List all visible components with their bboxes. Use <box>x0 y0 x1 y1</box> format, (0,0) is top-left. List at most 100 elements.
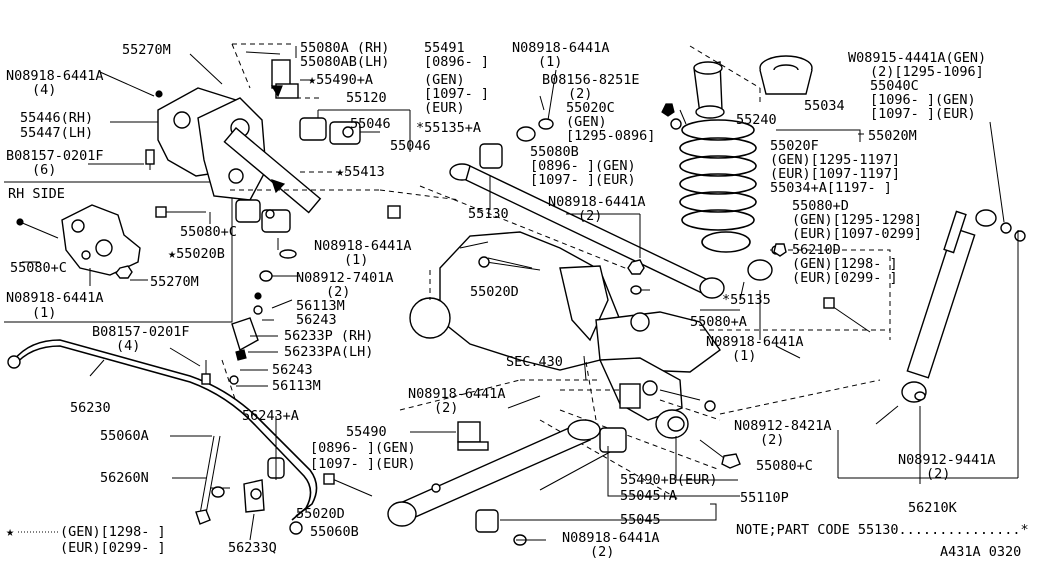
label-n08918-f-qty: (2) <box>434 400 458 416</box>
label-55490a: ★55490+A <box>308 72 373 88</box>
star-symbol: ★ <box>6 524 14 540</box>
label-55020f-d1: (GEN)[1295-1197] <box>770 152 900 168</box>
label-56243-b: 56243 <box>272 362 313 378</box>
label-n08918-e: N08918-6441A <box>706 334 804 350</box>
label-n08912-c-qty: (2) <box>926 466 950 482</box>
label-n08918-a: N08918-6441A <box>6 68 104 84</box>
label-55080a: 55080A (RH) <box>300 40 389 56</box>
label-56113m-a: 56113M <box>296 298 345 314</box>
label-55080c-low: 55080+C <box>756 458 813 474</box>
lateral-rod-55130 <box>419 163 725 299</box>
label-n08918-b: N08918-6441A <box>512 40 610 56</box>
label-55020f: 55020F <box>770 138 819 154</box>
label-b08156-qty: (2) <box>568 86 592 102</box>
label-56243a: 56243+A <box>242 408 299 424</box>
label-56233q: 56233Q <box>228 540 277 556</box>
label-55490b: 55490+B(EUR) <box>620 472 718 488</box>
label-55020b: ★55020B <box>168 246 225 262</box>
label-55491: 55491 <box>424 40 465 56</box>
label-55491-d4: (EUR) <box>424 100 465 116</box>
label-55020f-d2: (EUR)[1097-1197] <box>770 166 900 182</box>
label-n08918-g: N08918-6441A <box>562 530 660 546</box>
label-56233pa: 56233PA(LH) <box>284 344 373 360</box>
label-55080b-d2: [1097- ](EUR) <box>530 172 636 188</box>
label-b08157-a-qty: (6) <box>32 162 56 178</box>
label-55110p: 55110P <box>740 490 789 506</box>
label-56210d: 56210D <box>792 242 841 258</box>
label-55080d: 55080+D <box>792 198 849 214</box>
label-55413: ★55413 <box>336 164 385 180</box>
label-56210k: 56210K <box>908 500 958 516</box>
diagram-id: A431A 0320 <box>940 544 1021 560</box>
label-55060b: 55060B <box>310 524 359 540</box>
label-55080b: 55080B <box>530 144 579 160</box>
stabilizer-bar-56230 <box>7 270 318 541</box>
star-note-line1: (GEN)[1298- ] <box>60 524 166 540</box>
lower-link-55110P <box>289 400 741 546</box>
label-55447: 55447(LH) <box>20 125 93 141</box>
callout-labels: 55270M N08918-6441A (4) 55446(RH) 55447(… <box>6 40 1029 560</box>
label-55080d-d1: (GEN)[1295-1298] <box>792 212 922 228</box>
label-n08918-c: N08918-6441A <box>548 194 646 210</box>
label-56260n: 56260N <box>100 470 149 486</box>
coil-spring-55020M <box>661 45 871 333</box>
label-55020m: 55020M <box>868 128 917 144</box>
label-n08918-a-qty: (4) <box>32 82 56 98</box>
label-n08918-d-qty: (1) <box>344 252 368 268</box>
label-55020d-low: 55020D <box>296 506 345 522</box>
label-55020d-top: 55020D <box>470 284 519 300</box>
label-n08912-b-qty: (2) <box>760 432 784 448</box>
label-b08157-a: B08157-0201F <box>6 148 104 164</box>
label-55080ab: 55080AB(LH) <box>300 54 389 70</box>
upper-link-55120 <box>223 43 461 259</box>
misc-leaders <box>272 69 801 409</box>
label-55034a: 55034+A[1197- ] <box>770 180 892 196</box>
label-55491-d2: (GEN) <box>424 72 465 88</box>
label-55135a: *55135+A <box>416 120 481 136</box>
label-b08157-b-qty: (4) <box>116 338 140 354</box>
label-55046-a: 55046 <box>350 116 391 132</box>
label-56210d-d1: (GEN)[1298- ] <box>792 256 898 272</box>
label-55491-d3: [1097- ] <box>424 86 489 102</box>
rh-side-inset: RH SIDE <box>4 181 233 323</box>
label-n08912-b: N08912-8421A <box>734 418 832 434</box>
label-55040c-d1: [1096- ](GEN) <box>870 92 976 108</box>
label-56113m-b: 56113M <box>272 378 321 394</box>
label-55040c-d2: [1097- ](EUR) <box>870 106 976 122</box>
label-55135: *55135 <box>722 292 771 308</box>
label-n08918-box-qty: (1) <box>32 305 56 321</box>
label-55270M-top: 55270M <box>122 42 171 58</box>
label-55120: 55120 <box>346 90 387 106</box>
label-55040c: 55040C <box>870 78 919 94</box>
label-n08912-a: N08912-7401A <box>296 270 394 286</box>
label-56233p: 56233P (RH) <box>284 328 373 344</box>
axle-housing <box>399 231 891 501</box>
label-55020c-d1: (GEN) <box>566 114 607 130</box>
label-55045: 55045 <box>620 512 661 528</box>
label-55034: 55034 <box>804 98 845 114</box>
label-55490-d2: [1097- ](EUR) <box>310 456 416 472</box>
label-55270M-box: 55270M <box>150 274 199 290</box>
label-n08918-d: N08918-6441A <box>314 238 412 254</box>
part-code-note: NOTE;PART CODE 55130...............* <box>736 522 1029 538</box>
label-56243-a: 56243 <box>296 312 337 328</box>
label-55491-d1: [0896- ] <box>424 54 489 70</box>
label-56210d-d2: (EUR)[0299- ] <box>792 270 898 286</box>
label-n08918-c-qty: (2) <box>578 208 602 224</box>
label-55060a: 55060A <box>100 428 149 444</box>
label-55490-d1: [0896- ](GEN) <box>310 440 416 456</box>
label-55080b-d1: [0896- ](GEN) <box>530 158 636 174</box>
label-n08918-box: N08918-6441A <box>6 290 104 306</box>
label-w08915: W08915-4441A(GEN) <box>848 50 986 66</box>
rh-side-title: RH SIDE <box>8 186 65 202</box>
label-55080c-mid: 55080+C <box>180 224 237 240</box>
label-n08912-c: N08912-9441A <box>898 452 996 468</box>
label-w08915-d1: (2)[1295-1096] <box>870 64 984 80</box>
label-n08918-g-qty: (2) <box>590 544 614 560</box>
label-sec430: SEC.430 <box>506 354 563 370</box>
label-55080a-r: 55080+A <box>690 314 747 330</box>
label-b08157-b: B08157-0201F <box>92 324 190 340</box>
label-n08918-f: N08918-6441A <box>408 386 506 402</box>
label-55240: 55240 <box>736 112 777 128</box>
label-55080d-d2: (EUR)[1097-0299] <box>792 226 922 242</box>
